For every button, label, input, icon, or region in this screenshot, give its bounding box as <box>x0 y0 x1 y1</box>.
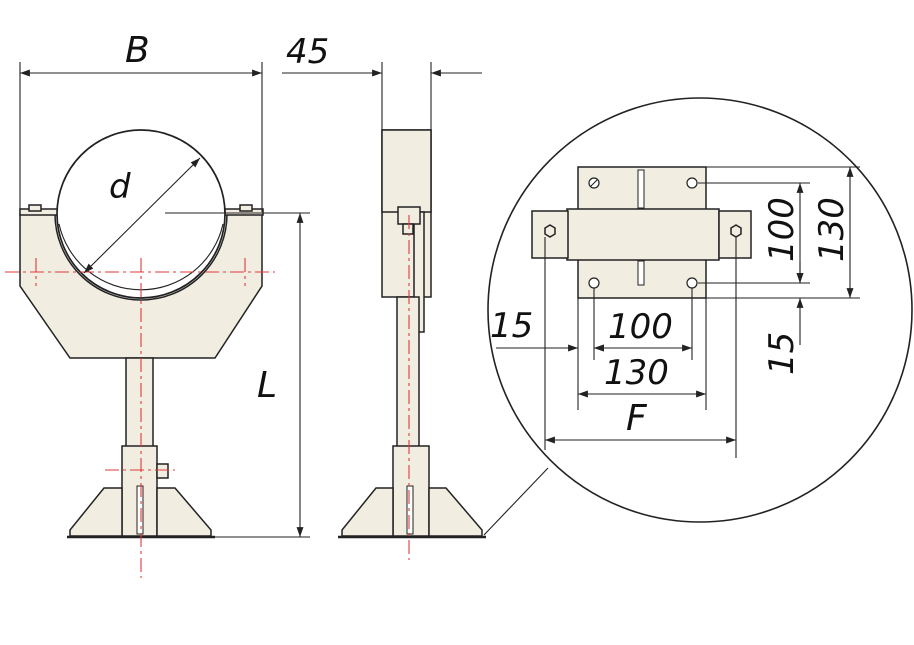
right-nut <box>239 204 253 212</box>
side-sleeve-slot <box>406 485 414 535</box>
d-label: d <box>109 167 131 207</box>
side-base-left <box>341 487 394 537</box>
detail-hole-bottom-right <box>686 277 698 289</box>
detail-left-nut <box>544 224 556 238</box>
l-label: L <box>257 365 277 406</box>
d-dimension-line <box>83 157 201 274</box>
base-plate-right <box>156 487 212 537</box>
detail-100-h-label: 100 <box>608 307 673 347</box>
side-bolt-shank <box>402 223 414 235</box>
clamp-body <box>19 213 263 359</box>
detail-100-v-label: 100 <box>762 197 802 262</box>
detail-view: 100 130 15 15 100 130 F <box>483 97 913 536</box>
left-nut <box>28 204 42 212</box>
side-top-band <box>381 129 432 213</box>
detail-F-label: F <box>626 398 648 439</box>
side-post-upper <box>396 296 420 448</box>
detail-hole-top-left-mark <box>590 179 598 187</box>
b-label: B <box>125 30 150 71</box>
detail-130-h-label: 130 <box>604 353 669 393</box>
detail-leader <box>483 467 549 536</box>
detail-hole-top-right <box>686 177 698 189</box>
pipe-circle <box>56 129 226 299</box>
detail-right-nut <box>730 224 742 238</box>
45-label: 45 <box>286 32 329 72</box>
post-upper <box>125 357 154 449</box>
detail-15-v-label: 15 <box>762 332 802 375</box>
detail-hole-bottom-left <box>588 277 600 289</box>
base-plate-left <box>69 487 123 537</box>
detail-circle <box>487 97 913 523</box>
detail-clamp-bar <box>566 208 720 261</box>
sleeve-slot <box>136 485 144 535</box>
front-view: d B L <box>5 30 310 578</box>
sleeve-screw <box>156 463 169 479</box>
detail-center-slot-top <box>637 169 645 209</box>
side-base-right <box>428 487 483 537</box>
detail-130-v-label: 130 <box>812 197 852 262</box>
side-view: 45 <box>282 32 486 560</box>
detail-center-slot-bottom <box>637 260 645 286</box>
detail-15-h-label: 15 <box>490 306 533 346</box>
